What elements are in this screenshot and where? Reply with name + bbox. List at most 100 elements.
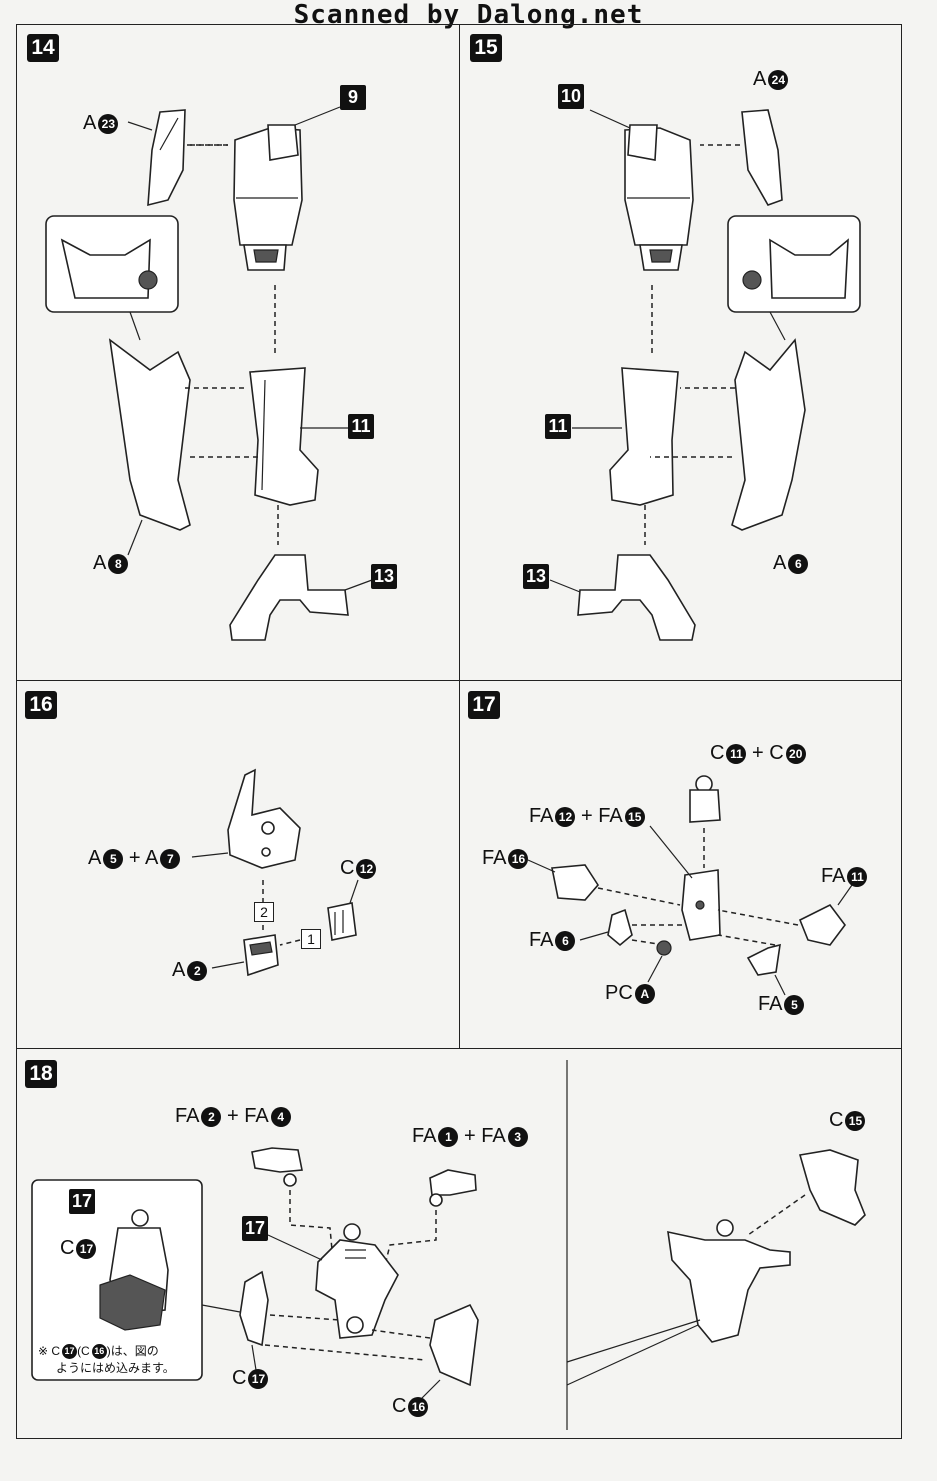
- plus-sign: +: [752, 742, 764, 764]
- fa1-prefix: FA: [412, 1125, 437, 1147]
- step-18-main-assembly: [315, 1223, 399, 1339]
- a6-num: 6: [788, 553, 809, 574]
- step-number-17: 17: [468, 691, 500, 719]
- step-15-part-13-label: 13: [523, 564, 549, 589]
- step-18-part-fa2-fa4: [251, 1147, 303, 1187]
- step-14-part-13-label: 13: [371, 564, 397, 589]
- step-17-core: [681, 869, 721, 941]
- note-c17: 17: [62, 1344, 78, 1360]
- fa2-num: 2: [201, 1106, 222, 1127]
- arrow-17b: [597, 887, 681, 906]
- fa3-num: 3: [507, 1126, 528, 1147]
- step-15-part-11: [609, 367, 679, 506]
- step-14-armor-a23: [147, 109, 186, 207]
- step-14-part-11-label: 11: [348, 414, 374, 439]
- a5-num: 5: [103, 848, 124, 869]
- step-15-part-10: [624, 124, 694, 271]
- fa4-num: 4: [270, 1106, 291, 1127]
- step-18-completed-view: [566, 1149, 866, 1386]
- step-15-inset: [727, 215, 861, 341]
- fa3-prefix: FA: [481, 1125, 506, 1147]
- c17-prefix: C: [232, 1367, 247, 1389]
- lead-14-a23: [127, 121, 153, 131]
- fa5-prefix: FA: [758, 993, 783, 1015]
- inset-c17-num: 17: [76, 1238, 97, 1259]
- plus-sign: +: [464, 1125, 476, 1147]
- fa12-prefix: FA: [529, 805, 554, 827]
- c16-num: 16: [408, 1396, 429, 1417]
- step-14-side-armor-a8: [108, 338, 191, 531]
- step-17-part-c11-c20: [689, 775, 721, 823]
- step-18-inset-part-17-label: 17: [69, 1189, 95, 1214]
- step-14-part-11: [249, 367, 319, 506]
- c11-prefix: C: [710, 742, 725, 764]
- a5-prefix: A: [88, 847, 102, 869]
- c20-prefix: C: [769, 742, 784, 764]
- fa11-num: 11: [847, 866, 868, 887]
- step-17-part-fa11: [798, 903, 846, 946]
- step-16-part-a5-a7: [227, 768, 301, 869]
- step-number-14: 14: [27, 34, 59, 62]
- lead-14-9: [294, 106, 341, 126]
- step-17-part-fa6: [607, 908, 633, 947]
- step-18-inset-note-line2: ようにはめ込みます。: [56, 1361, 175, 1375]
- pca-num: A: [634, 983, 655, 1004]
- step-18-part-c16: [429, 1303, 479, 1387]
- step-14-part-13: [229, 554, 349, 641]
- lead-17-pca: [647, 955, 663, 983]
- lead-15-13: [549, 579, 581, 593]
- step-15-part-11-label: 11: [545, 414, 571, 439]
- arrow-18a: [289, 1190, 333, 1251]
- arrow-17f: [717, 934, 776, 946]
- step-15-part-10-label: 10: [558, 84, 584, 109]
- lead-16-c12: [349, 879, 359, 904]
- lead-17-fa6: [579, 931, 609, 941]
- a8-prefix: A: [93, 552, 107, 574]
- c11-num: 11: [726, 743, 747, 764]
- lead-16-a5: [191, 852, 229, 858]
- fa15-prefix: FA: [598, 805, 623, 827]
- step-number-16: 16: [25, 691, 57, 719]
- lead-17-fa11: [837, 884, 853, 906]
- step-16-part-a2: [243, 934, 279, 977]
- a7-prefix: A: [145, 847, 159, 869]
- fa16-num: 16: [508, 848, 529, 869]
- step-17-part-fa16: [551, 864, 599, 901]
- lead-17-fa16: [527, 859, 556, 873]
- step-16-order-1: 1: [301, 929, 321, 949]
- a24-prefix: A: [753, 68, 767, 90]
- lead-16-a2: [211, 961, 245, 969]
- arrow-17c: [717, 909, 799, 926]
- a2-prefix: A: [172, 959, 186, 981]
- step-15-side-armor-a6: [731, 338, 806, 531]
- c15-prefix: C: [829, 1109, 844, 1131]
- fa5-num: 5: [784, 994, 805, 1015]
- step-18-part-17-label: 17: [242, 1216, 268, 1241]
- arrow-18b: [384, 1210, 437, 1266]
- fa6-prefix: FA: [529, 929, 554, 951]
- lead-17-fa12: [649, 825, 693, 879]
- step-15-part-13: [577, 554, 696, 641]
- arrow-18c: [269, 1314, 341, 1321]
- a23-num: 23: [98, 113, 119, 134]
- fa1-num: 1: [438, 1126, 459, 1147]
- c12-prefix: C: [340, 857, 355, 879]
- c17-num: 17: [248, 1368, 269, 1389]
